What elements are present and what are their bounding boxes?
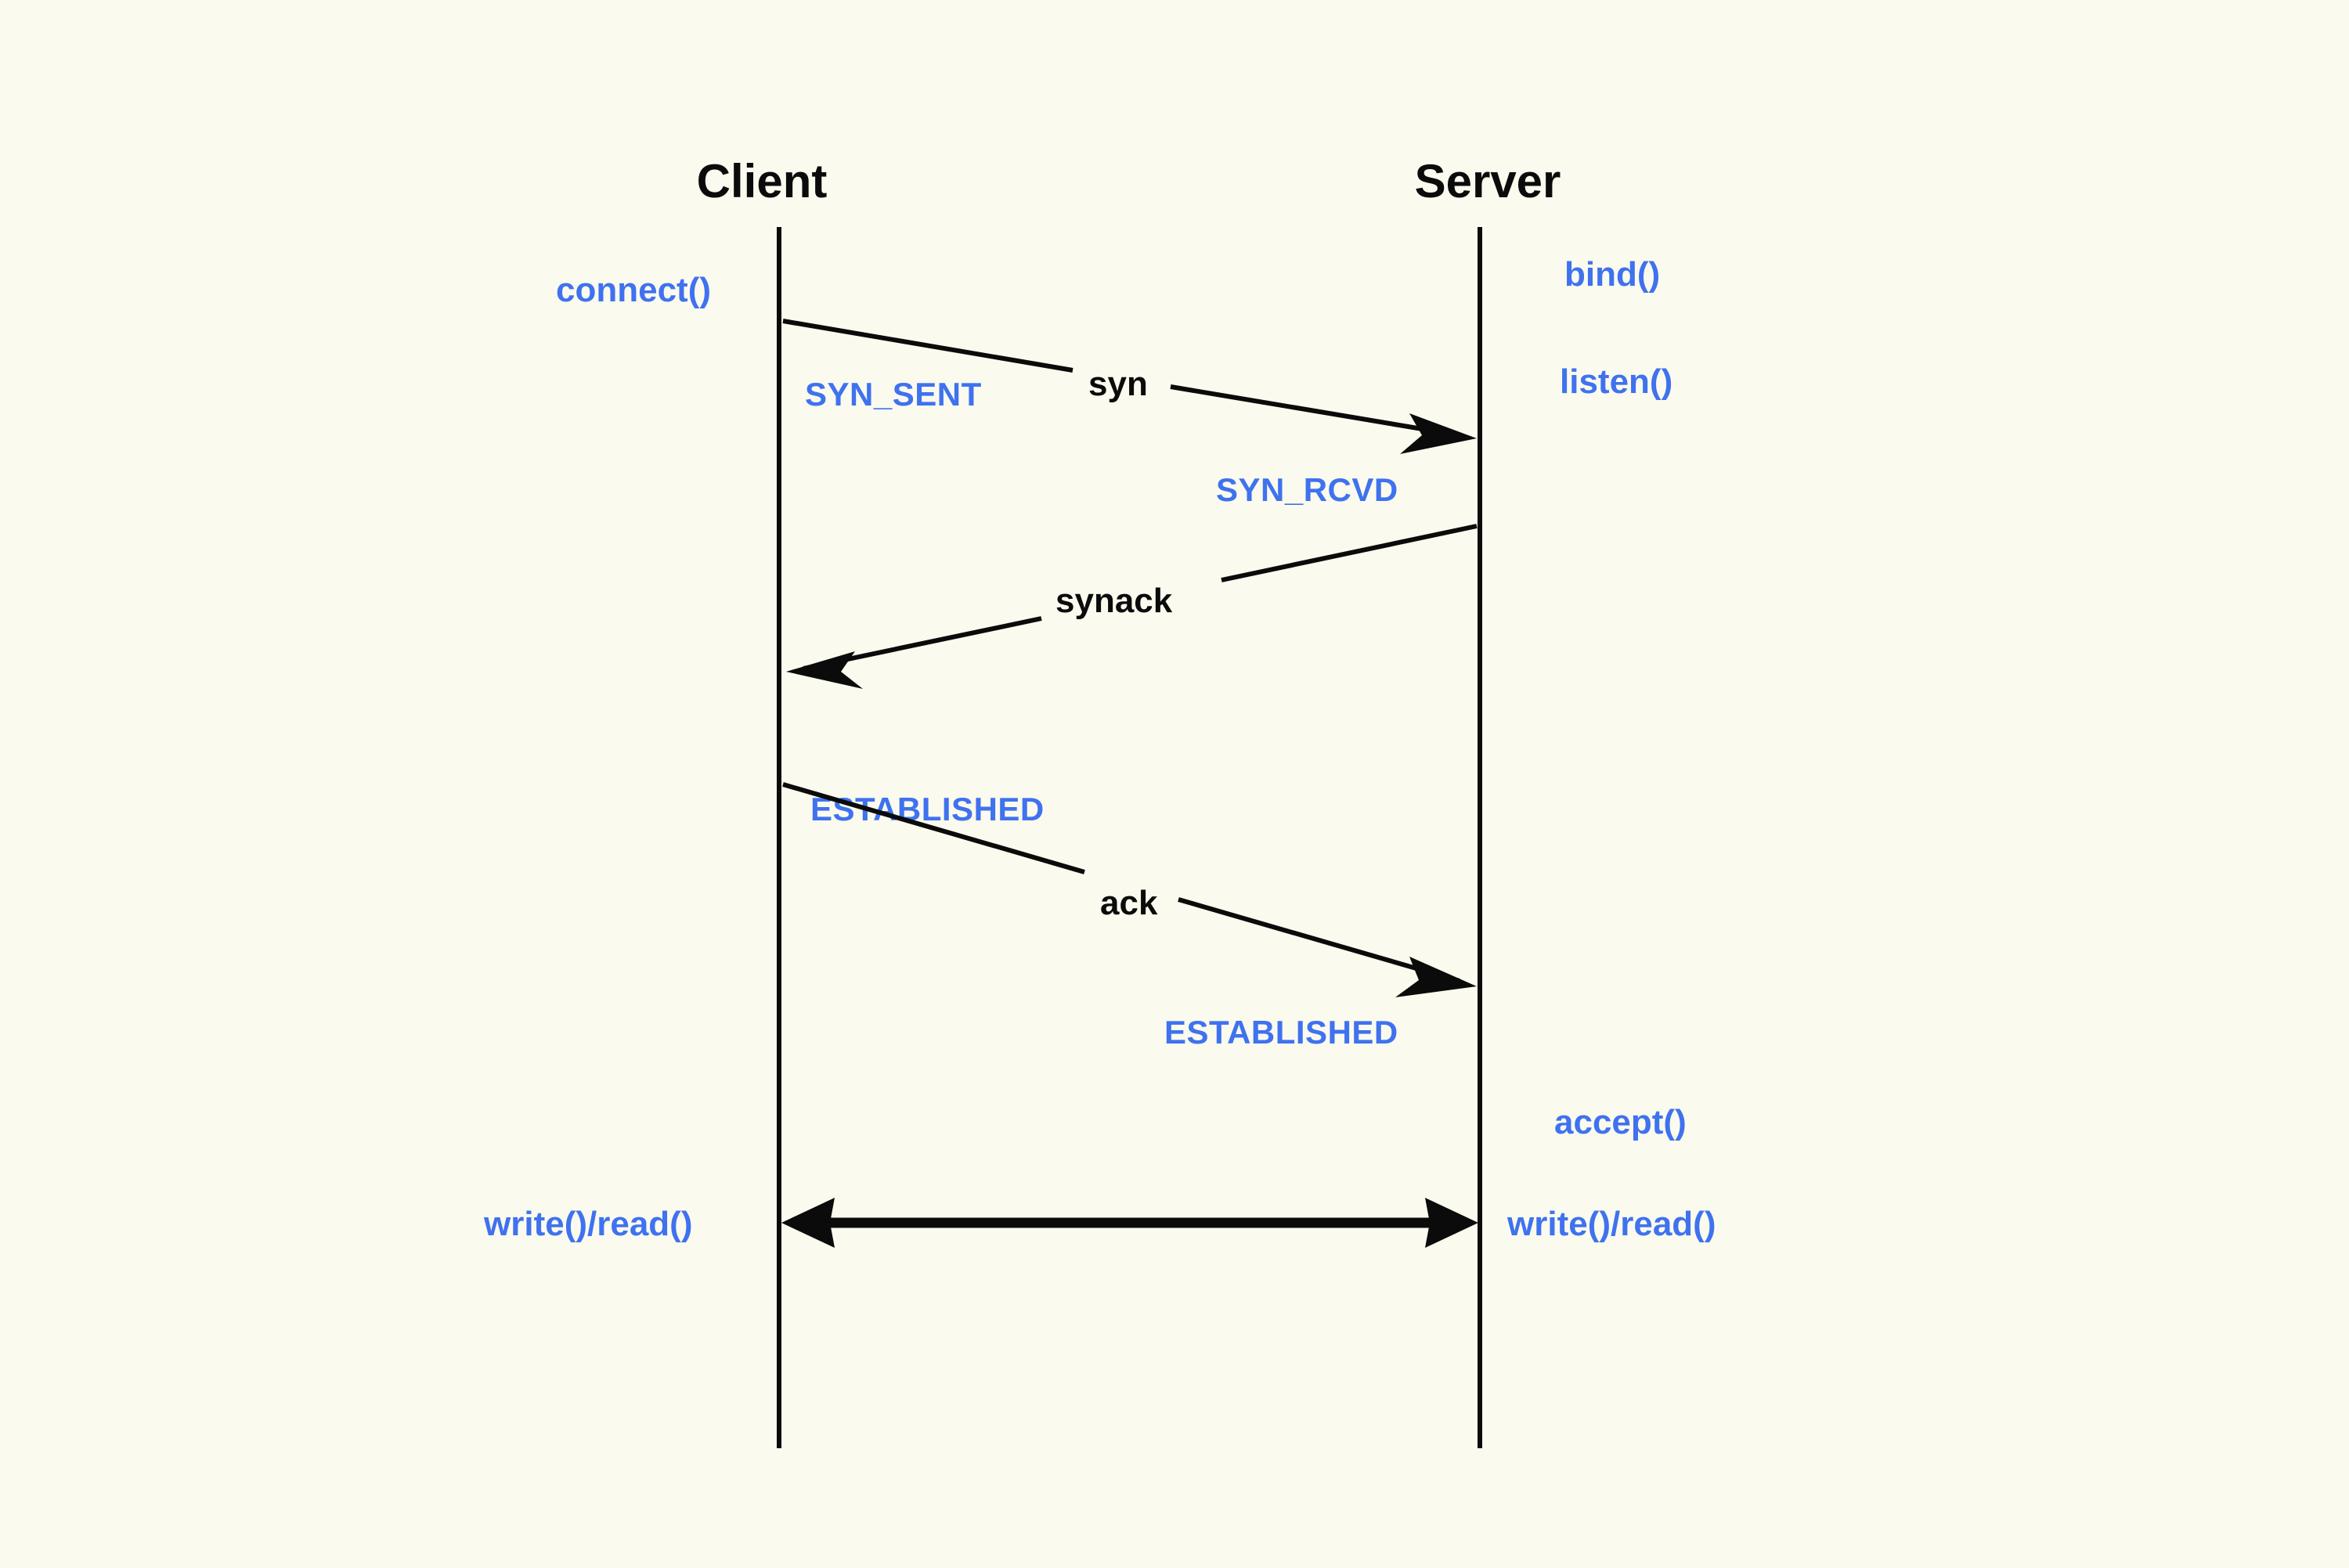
arrowhead-ack xyxy=(1395,957,1477,997)
state-label-server-established: ESTABLISHED xyxy=(1164,1014,1398,1051)
arrowhead-data-exchange-right xyxy=(1425,1198,1478,1248)
arrowhead-syn xyxy=(1400,413,1477,454)
arrowhead-synack xyxy=(786,651,863,689)
state-label-client-established: ESTABLISHED xyxy=(810,791,1045,827)
state-label-syn-sent: SYN_SENT xyxy=(805,376,982,413)
arrowhead-data-exchange-left xyxy=(781,1198,835,1248)
api-label-server-write-read: write()/read() xyxy=(1506,1205,1716,1243)
actor-title-server: Server xyxy=(1415,155,1561,207)
message-line-synack-right xyxy=(1221,524,1478,582)
api-label-connect: connect() xyxy=(556,271,711,309)
api-label-listen: listen() xyxy=(1560,362,1672,401)
api-label-accept: accept() xyxy=(1554,1103,1687,1141)
state-label-syn-rcvd: SYN_RCVD xyxy=(1216,471,1398,508)
message-line-syn-left xyxy=(782,319,1073,373)
api-label-client-write-read: write()/read() xyxy=(483,1205,692,1243)
message-label-syn: syn xyxy=(1088,365,1148,403)
actor-title-client: Client xyxy=(697,155,828,207)
message-line-syn-right xyxy=(1170,384,1460,438)
api-label-bind: bind() xyxy=(1564,255,1660,294)
message-label-synack: synack xyxy=(1055,582,1173,620)
message-line-ack-right xyxy=(1178,897,1460,983)
message-line-ack-left xyxy=(782,782,1085,874)
message-label-ack: ack xyxy=(1100,884,1158,922)
